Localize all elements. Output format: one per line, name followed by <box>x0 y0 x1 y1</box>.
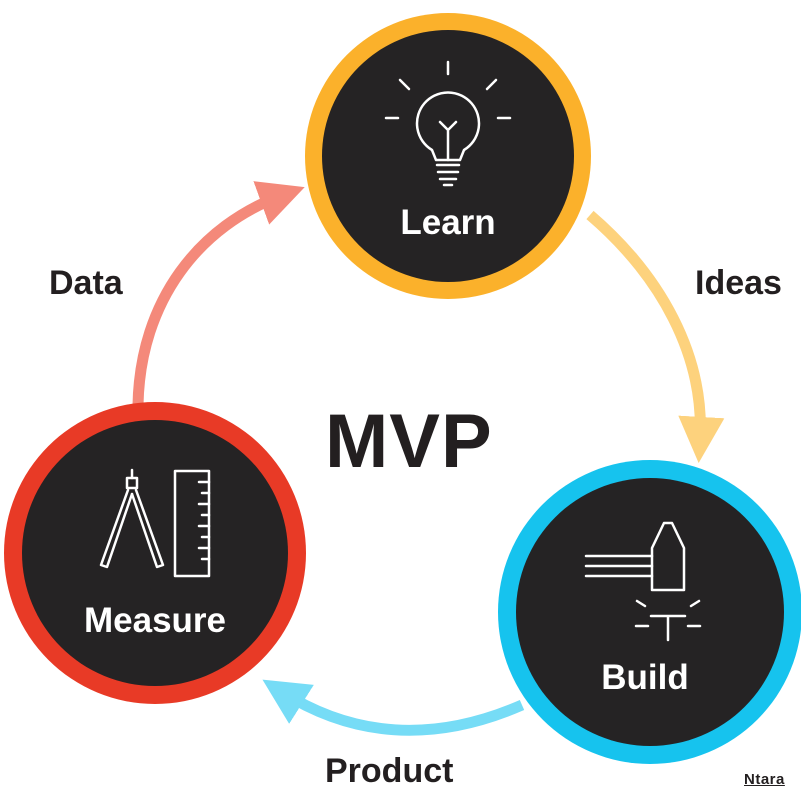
arrow-measure-to-learn <box>132 181 305 406</box>
center-title: MVP <box>325 399 493 484</box>
edge-label-ideas: Ideas <box>695 264 782 302</box>
measure-node <box>4 402 306 704</box>
build-label: Build <box>601 658 689 697</box>
lightbulb-icon <box>384 60 512 187</box>
hammer-icon <box>584 521 702 642</box>
build-node <box>498 460 801 764</box>
measure-label: Measure <box>83 601 227 640</box>
edge-label-data: Data <box>49 264 123 302</box>
arrow-learn-to-build <box>586 210 725 464</box>
compass-ruler-icon <box>99 468 211 578</box>
measure-disc <box>22 420 288 686</box>
edge-label-product: Product <box>325 752 454 790</box>
learn-node <box>305 13 591 299</box>
learn-label: Learn <box>400 203 496 242</box>
build-disc <box>516 478 784 746</box>
brand-logo: Ntara <box>744 771 785 788</box>
arrow-build-to-measure <box>262 679 525 736</box>
